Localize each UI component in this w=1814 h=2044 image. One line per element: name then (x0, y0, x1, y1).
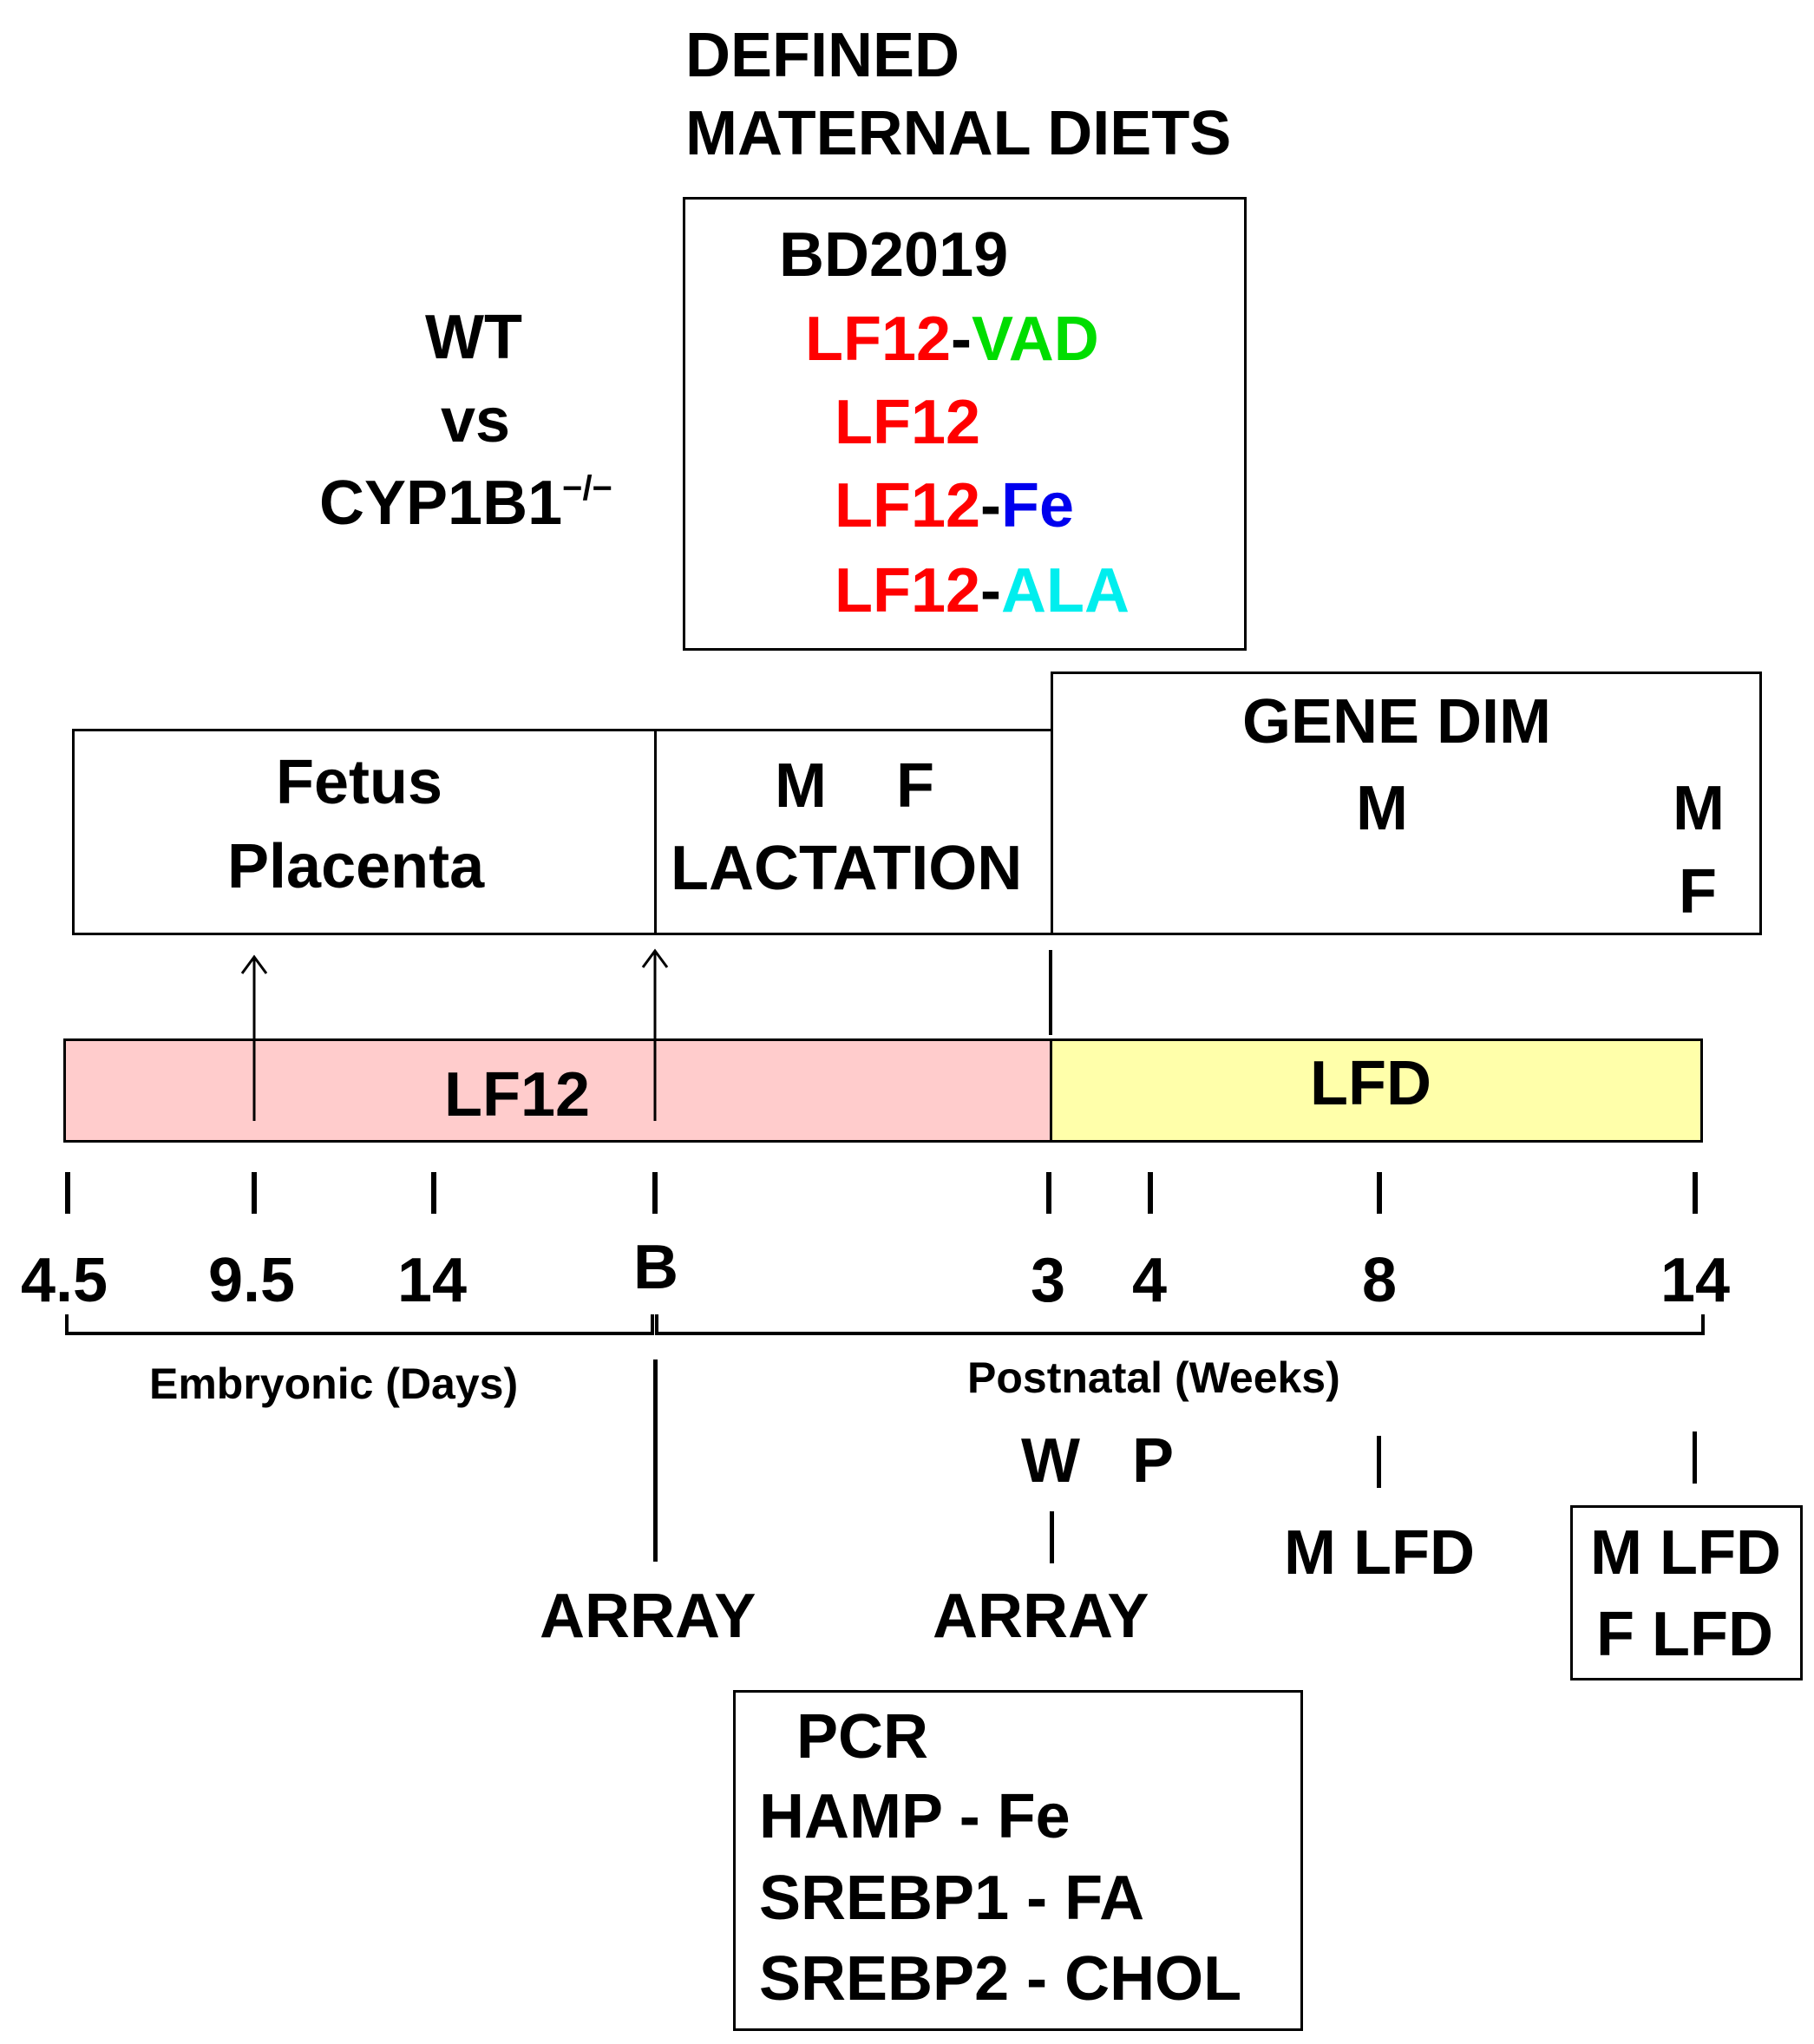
gene-dim-m-late: M (1673, 774, 1725, 843)
diet-item-prefix: LF12 (835, 556, 981, 626)
postnatal-period-label: Postnatal (Weeks) (967, 1353, 1340, 1402)
timeline-tick (252, 1172, 257, 1214)
diet-item-suffix: VAD (972, 305, 1099, 374)
gene-dim-m-early: M (1356, 774, 1408, 843)
weaning-marker: W (1021, 1426, 1080, 1496)
diet-item-suffix: Fe (1001, 471, 1075, 540)
tick-label: 14 (397, 1246, 468, 1315)
embryonic-period-label: Embryonic (Days) (149, 1359, 519, 1408)
diet-item-prefix: LF12 (835, 388, 981, 457)
weaning-array-label: ARRAY (933, 1582, 1149, 1651)
diet-item-fe: LF12-Fe (835, 471, 1075, 540)
week14-line2: F LFD (1596, 1600, 1773, 1669)
diet-item-vad: LF12-VAD (805, 305, 1099, 374)
tick-label: 8 (1362, 1246, 1398, 1315)
birth-array-label: ARRAY (540, 1582, 756, 1651)
tick-label: 14 (1660, 1246, 1731, 1315)
diets-heading-line2: MATERNAL DIETS (685, 99, 1232, 168)
week14-line1: M LFD (1590, 1518, 1781, 1588)
postnatal-diet-bar (1050, 1038, 1703, 1143)
tick-label: 9.5 (208, 1246, 296, 1315)
week14-connector (1693, 1431, 1697, 1484)
fetal-stage-line2: Placenta (227, 832, 485, 901)
week8-connector (1377, 1436, 1381, 1488)
gene-dim-stage-box (1051, 672, 1762, 935)
genotype-line3: CYP1B1−/− (319, 468, 612, 538)
lactation-end-connector (1049, 950, 1052, 1035)
gene-dim-label: GENE DIM (1242, 687, 1552, 757)
lactation-sexes: M F (775, 751, 934, 821)
tick-label: B (633, 1233, 678, 1302)
weaning-array-connector (1050, 1511, 1054, 1563)
timeline-tick (431, 1172, 436, 1214)
arrowhead-icon (641, 948, 669, 968)
timeline-tick (1693, 1172, 1698, 1214)
timeline-tick (65, 1172, 70, 1214)
fetal-stage-line1: Fetus (276, 748, 443, 817)
puberty-marker: P (1132, 1426, 1175, 1496)
diet-base: BD2019 (779, 220, 1009, 290)
tick-label: 4.5 (21, 1246, 108, 1315)
diet-item-prefix: LF12 (805, 305, 952, 374)
timeline-tick (1046, 1172, 1051, 1214)
prenatal-diet-label: LF12 (444, 1060, 591, 1130)
genotype-line2: vs (441, 386, 511, 455)
birth-array-connector (653, 1359, 658, 1562)
timeline-tick (1148, 1172, 1153, 1214)
diets-heading-line1: DEFINED (685, 21, 960, 90)
diet-item-suffix: ALA (1001, 556, 1130, 626)
pcr-row: SREBP1 - FA (759, 1864, 1145, 1933)
postnatal-bracket (655, 1314, 1705, 1335)
diets-box (683, 197, 1247, 651)
pcr-row: HAMP - Fe (759, 1782, 1071, 1851)
week8-label: M LFD (1284, 1518, 1475, 1588)
genotype-superscript: −/− (562, 469, 612, 508)
postnatal-diet-label: LFD (1310, 1049, 1431, 1118)
timeline-tick (1377, 1172, 1382, 1214)
diet-item-prefix: LF12 (835, 471, 981, 540)
tick-label: 3 (1031, 1246, 1066, 1315)
lactation-label: LACTATION (671, 834, 1023, 903)
tick-label: 4 (1132, 1246, 1168, 1315)
pcr-box (733, 1690, 1303, 2031)
diet-item-lf12: LF12 (835, 391, 980, 454)
pcr-row: SREBP2 - CHOL (759, 1944, 1242, 2014)
arrowhead-icon (240, 954, 268, 974)
week14-box (1570, 1505, 1803, 1680)
prenatal-diet-bar (63, 1038, 1052, 1143)
gene-dim-f-late: F (1679, 857, 1717, 927)
timeline-tick (652, 1172, 658, 1214)
genotype-line1: WT (425, 303, 522, 372)
pcr-title: PCR (796, 1702, 929, 1772)
embryonic-bracket (65, 1314, 654, 1335)
diet-item-ala: LF12-ALA (835, 556, 1130, 626)
